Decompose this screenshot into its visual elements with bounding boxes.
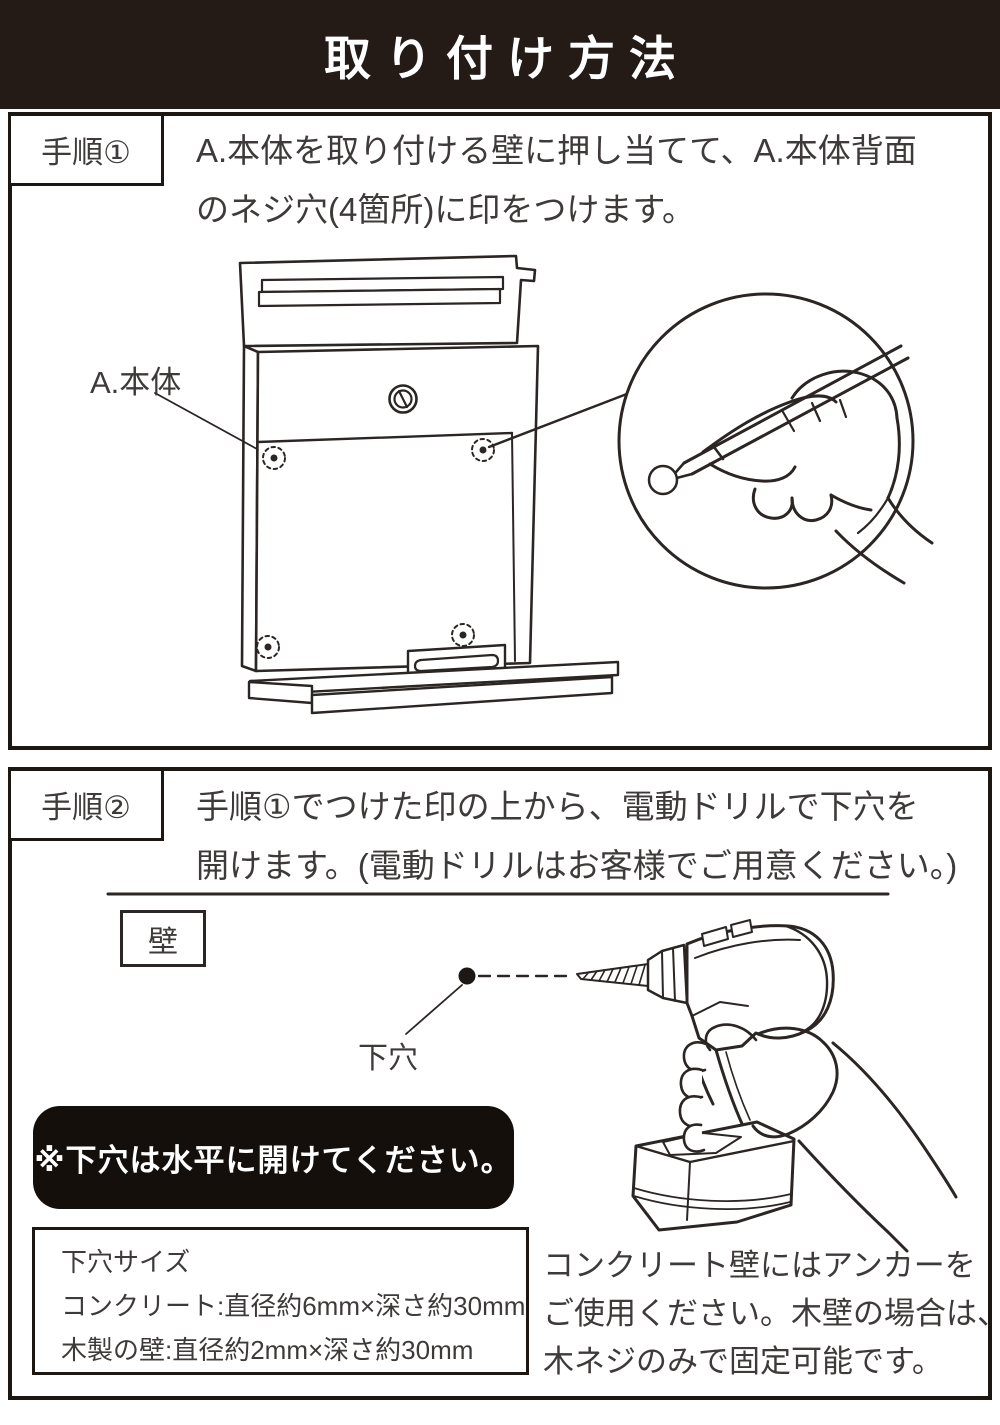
- part-label-leader: [154, 392, 258, 450]
- drill-body: [685, 919, 835, 1148]
- wall-label: 壁: [148, 925, 178, 959]
- pilot-hole-label: 下穴: [358, 1042, 418, 1075]
- mailbox-marking-illustration: [154, 254, 934, 715]
- pilot-hole-size-wood: 木製の壁:直径約2mm×深さ約30mm: [61, 1335, 474, 1365]
- wall-label-box: 壁: [120, 910, 206, 967]
- anchor-note-line2: ご使用ください。木壁の場合は、: [543, 1296, 1000, 1331]
- step2-label-text: 手順②: [41, 790, 131, 825]
- magnified-inset-circle: [617, 292, 915, 590]
- drill-battery: [631, 1120, 796, 1232]
- mailbox-part-label: A.本体: [90, 365, 182, 400]
- hand-holding-drill: [678, 1023, 958, 1253]
- pilot-hole-size-box: 下穴サイズ コンクリート:直径約6mm×深さ約30mm 木製の壁:直径約2mm×…: [32, 1227, 529, 1375]
- step1-instruction-line1: A.本体を取り付ける壁に押し当てて、A.本体背面: [196, 132, 917, 169]
- level-warning-banner: ※下穴は水平に開けてください。: [33, 1106, 514, 1209]
- step2-label: 手順②: [8, 768, 164, 841]
- level-warning-text: ※下穴は水平に開けてください。: [34, 1143, 513, 1178]
- step1-label-text: 手順①: [41, 135, 131, 170]
- anchor-note-line1: コンクリート壁にはアンカーを: [543, 1248, 976, 1283]
- step1-instruction-line2: のネジ穴(4箇所)に印をつけます。: [196, 191, 696, 228]
- mailbox-body: [254, 344, 540, 673]
- title-bar: 取り付け方法: [0, 0, 1000, 109]
- step2-instruction-line2: 開けます。(電動ドリルはお客様でご用意ください。): [196, 847, 958, 884]
- step1-label: 手順①: [8, 113, 164, 186]
- pilot-hole-dot: [458, 967, 476, 985]
- pilot-hole-size-concrete: コンクリート:直径約6mm×深さ約30mm: [61, 1291, 526, 1321]
- drill-illustration: [106, 892, 958, 1253]
- anchor-note-line3: 木ネジのみで固定可能です。: [543, 1344, 943, 1379]
- hand-holding-pen: [701, 369, 934, 585]
- drill-bit: [576, 963, 649, 987]
- step2-instruction: 手順①でつけた印の上から、電動ドリルで下穴を 開けます。(電動ドリルはお客様でご…: [196, 777, 986, 895]
- pilot-hole-leader: [405, 984, 463, 1035]
- anchor-note: コンクリート壁にはアンカーを ご使用ください。木壁の場合は、 木ネジのみで固定可…: [543, 1242, 1000, 1386]
- page-title: 取り付け方法: [324, 32, 690, 85]
- step2-instruction-line1: 手順①でつけた印の上から、電動ドリルで下穴を: [196, 788, 919, 825]
- step1-instruction: A.本体を取り付ける壁に押し当てて、A.本体背面 のネジ穴(4箇所)に印をつけま…: [196, 121, 986, 239]
- pilot-hole-size-title: 下穴サイズ: [61, 1247, 191, 1277]
- screw-hole-marks: [256, 438, 495, 659]
